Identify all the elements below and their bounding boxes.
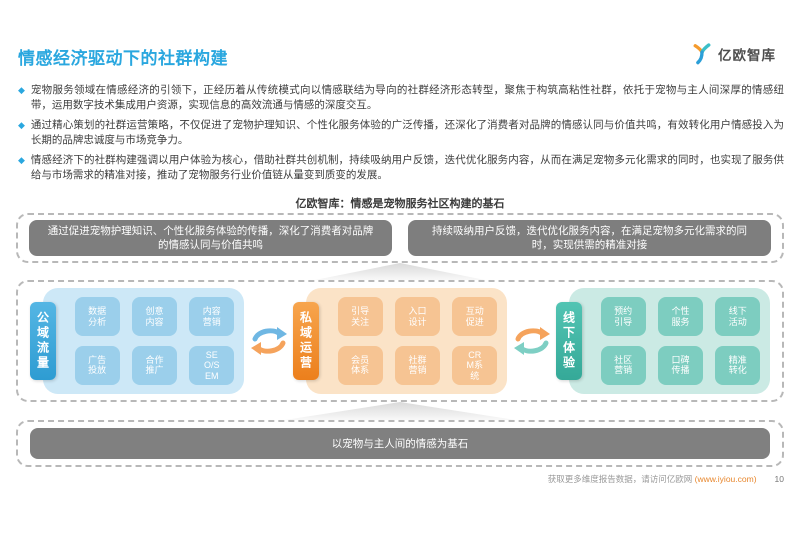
funnel-connector	[315, 263, 485, 280]
bullet-text: 情感经济下的社群构建强调以用户体验为核心，借助社群共创机制，持续吸纳用户反馈，迭…	[30, 154, 784, 181]
diagram-subtitle: 亿欧智库：情感是宠物服务社区构建的基石	[295, 198, 505, 210]
yiou-y-logo-icon	[690, 42, 714, 66]
group-offline-experience: 线下体验 预约引导 个性服务 线下活动 社区营销 口碑传播 精准转化	[556, 288, 770, 394]
bullet-text: 通过精心策划的社群运营策略，不仅促进了宠物护理知识、个性化服务体验的广泛传播，还…	[30, 119, 784, 146]
cycle-arrow-blue-orange-icon	[248, 324, 290, 358]
chip: 入口设计	[394, 297, 440, 337]
chip: 线下活动	[715, 297, 761, 337]
chip: 社群营销	[394, 345, 440, 385]
footer-link[interactable]: (www.iyiou.com)	[694, 474, 757, 484]
bullet-item: ◆ 情感经济下的社群构建强调以用户体验为核心，借助社群共创机制，持续吸纳用户反馈…	[18, 153, 784, 183]
chip-grid: 引导关注 入口设计 互动促进 会员体系 社群营销 CRM系统	[335, 296, 500, 386]
group-label-bar: 公域流量	[30, 302, 56, 380]
group-label: 公域流量	[35, 311, 50, 371]
group-public-traffic: 公域流量 数据分析 创意内容 内容营销 广告投放 合作推广 SEO/SEM	[30, 288, 244, 394]
funnel-connector	[285, 402, 515, 420]
chip: 内容营销	[189, 297, 235, 337]
group-label-bar: 私域运营	[293, 302, 319, 380]
chip: 创意内容	[131, 297, 177, 337]
chip: 数据分析	[74, 297, 120, 337]
chip-grid: 数据分析 创意内容 内容营销 广告投放 合作推广 SEO/SEM	[72, 296, 237, 386]
group-label: 私域运营	[298, 311, 313, 371]
foundation-container: 以宠物与主人间的情感为基石	[16, 420, 784, 467]
page-title: 情感经济驱动下的社群构建	[18, 49, 228, 68]
chip: 合作推广	[131, 345, 177, 385]
flow-container: 公域流量 数据分析 创意内容 内容营销 广告投放 合作推广 SEO/SEM 私域…	[16, 280, 784, 402]
diamond-bullet-icon: ◆	[18, 85, 25, 95]
page-footer: 获取更多维度报告数据，请访问亿欧网 (www.iyiou.com) 10	[548, 473, 784, 485]
chip: 社区营销	[600, 345, 646, 385]
chip: CRM系统	[452, 345, 498, 385]
footer-note: 获取更多维度报告数据，请访问亿欧网 (www.iyiou.com)	[548, 473, 757, 485]
callout-right: 持续吸纳用户反馈，迭代优化服务内容，在满足宠物多元化需求的同时，实现供需的精准对…	[408, 220, 771, 256]
chip-grid: 预约引导 个性服务 线下活动 社区营销 口碑传播 精准转化	[598, 296, 763, 386]
summary-bullets: ◆ 宠物服务领域在情感经济的引领下，正经历着从传统模式向以情感联结为导向的社群经…	[18, 83, 784, 188]
bullet-item: ◆ 宠物服务领域在情感经济的引领下，正经历着从传统模式向以情感联结为导向的社群经…	[18, 83, 784, 113]
chip: 互动促进	[452, 297, 498, 337]
diamond-bullet-icon: ◆	[18, 155, 25, 165]
chip: 个性服务	[657, 297, 703, 337]
callouts-container: 通过促进宠物护理知识、个性化服务体验的传播，深化了消费者对品牌的情感认同与价值共…	[16, 213, 784, 263]
brand-logo-text: 亿欧智库	[718, 48, 776, 63]
bullet-item: ◆ 通过精心策划的社群运营策略，不仅促进了宠物护理知识、个性化服务体验的广泛传播…	[18, 118, 784, 148]
chip: 预约引导	[600, 297, 646, 337]
chip: SEO/SEM	[189, 345, 235, 385]
page-number: 10	[774, 474, 784, 484]
chip: 精准转化	[715, 345, 761, 385]
group-label: 线下体验	[561, 311, 576, 371]
foundation-bar: 以宠物与主人间的情感为基石	[30, 428, 770, 459]
cycle-arrow-orange-teal-icon	[511, 324, 553, 358]
chip: 引导关注	[337, 297, 383, 337]
chip: 会员体系	[337, 345, 383, 385]
callout-left: 通过促进宠物护理知识、个性化服务体验的传播，深化了消费者对品牌的情感认同与价值共…	[29, 220, 392, 256]
brand-logo: 亿欧智库	[690, 42, 776, 66]
bullet-text: 宠物服务领域在情感经济的引领下，正经历着从传统模式向以情感联结为导向的社群经济形…	[30, 84, 784, 111]
chip: 口碑传播	[657, 345, 703, 385]
chip: 广告投放	[74, 345, 120, 385]
group-label-bar: 线下体验	[556, 302, 582, 380]
diamond-bullet-icon: ◆	[18, 120, 25, 130]
group-private-operation: 私域运营 引导关注 入口设计 互动促进 会员体系 社群营销 CRM系统	[293, 288, 507, 394]
footer-note-text: 获取更多维度报告数据，请访问亿欧网	[547, 474, 693, 484]
